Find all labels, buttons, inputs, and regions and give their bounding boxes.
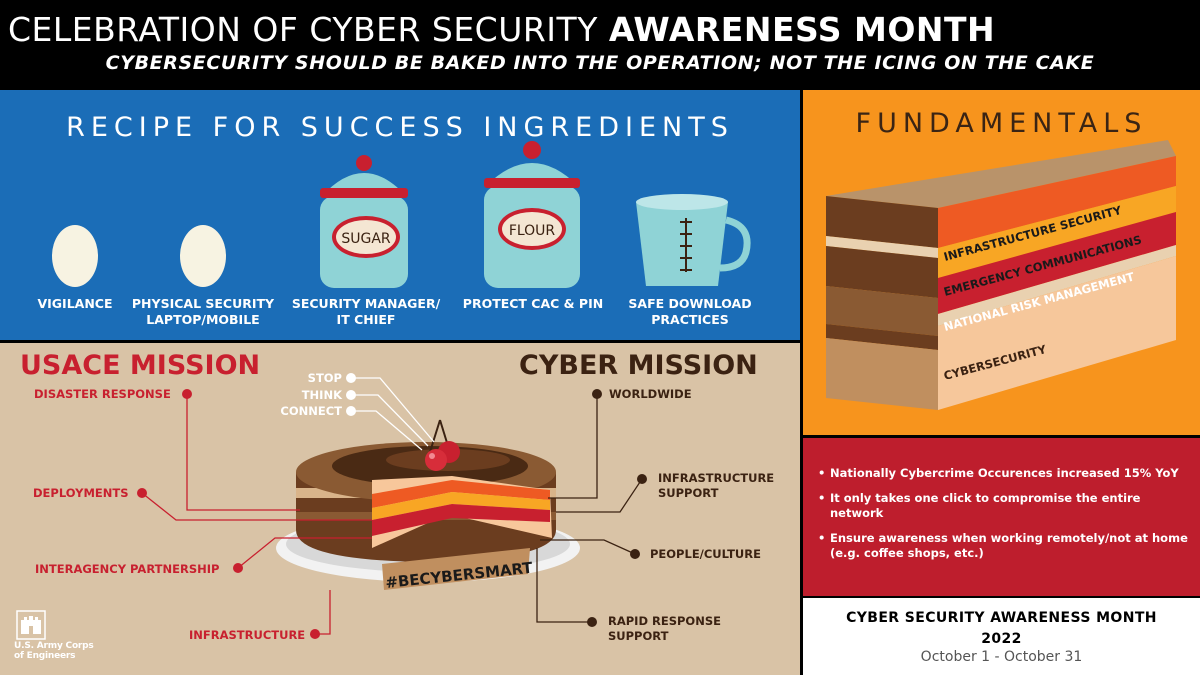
egg-icon [180, 225, 226, 287]
event-dates: October 1 - October 31 [920, 649, 1083, 665]
event-panel [803, 598, 1200, 675]
measuring-cup-icon [636, 194, 751, 286]
usace-deployments: DEPLOYMENTS [33, 486, 129, 500]
cyber-rapid-response: RAPID RESPONSE SUPPORT [608, 614, 721, 643]
page-title: CELEBRATION OF CYBER SECURITY AWARENESS … [8, 8, 1192, 52]
usace-disaster-response: DISASTER RESPONSE [34, 387, 171, 401]
stc-stop: STOP [307, 371, 342, 385]
page-subtitle: CYBERSECURITY SHOULD BE BAKED INTO THE O… [105, 52, 1095, 74]
big-cake-illustration: #BECYBERSMART [137, 373, 647, 639]
ingredients-title: RECIPE FOR SUCCESS INGREDIENTS [66, 112, 734, 143]
cyber-worldwide: WORLDWIDE [609, 387, 692, 401]
stc-think: THINK [301, 388, 342, 402]
fact-item: Nationally Cybercrime Occurences increas… [818, 466, 1190, 481]
cyber-infrastructure-support: INFRASTRUCTURE SUPPORT [658, 471, 775, 500]
title-bold: AWARENESS MONTH [608, 10, 996, 49]
castle-logo-icon [16, 610, 46, 640]
ingredient-security-manager: SECURITY MANAGER/ IT CHIEF [291, 296, 441, 327]
facts-list: Nationally Cybercrime Occurences increas… [818, 466, 1190, 571]
sugar-label: SUGAR [341, 231, 391, 247]
cyber-mission-title: CYBER MISSION [519, 350, 758, 381]
layer-cybersecurity: CYBERSECURITY [942, 342, 1048, 383]
title-light: CELEBRATION OF CYBER SECURITY [8, 10, 609, 49]
cyber-people-culture: PEOPLE/CULTURE [650, 547, 761, 561]
usace-mission-title: USACE MISSION [20, 350, 261, 381]
flour-label: FLOUR [509, 223, 556, 239]
ingredient-protect-cac: PROTECT CAC & PIN [462, 296, 604, 311]
flour-jar-icon [484, 141, 580, 288]
egg-icon [52, 225, 98, 287]
fundamentals-title: FUNDAMENTALS [855, 108, 1148, 139]
ingredient-safe-download: SAFE DOWNLOAD PRACTICES [628, 296, 752, 327]
usace-interagency: INTERAGENCY PARTNERSHIP [35, 562, 220, 576]
sugar-jar-icon [320, 155, 408, 288]
logo-text: U.S. Army Corps of Engineers [14, 641, 94, 661]
fact-item: Ensure awareness when working remotely/n… [818, 531, 1190, 561]
header-banner: CELEBRATION OF CYBER SECURITY AWARENESS … [0, 0, 1200, 88]
ingredient-vigilance: VIGILANCE [37, 296, 113, 311]
event-title: CYBER SECURITY AWARENESS MONTH 2022 [846, 610, 1157, 647]
usace-infrastructure: INFRASTRUCTURE [189, 628, 306, 642]
ingredients-illustrations: SUGAR FLOUR [52, 141, 751, 288]
fact-item: It only takes one click to compromise th… [818, 491, 1190, 521]
ingredient-physical-security: PHYSICAL SECURITY LAPTOP/MOBILE [131, 296, 275, 327]
stc-connect: CONNECT [280, 404, 342, 418]
cherry-icon [425, 449, 447, 471]
